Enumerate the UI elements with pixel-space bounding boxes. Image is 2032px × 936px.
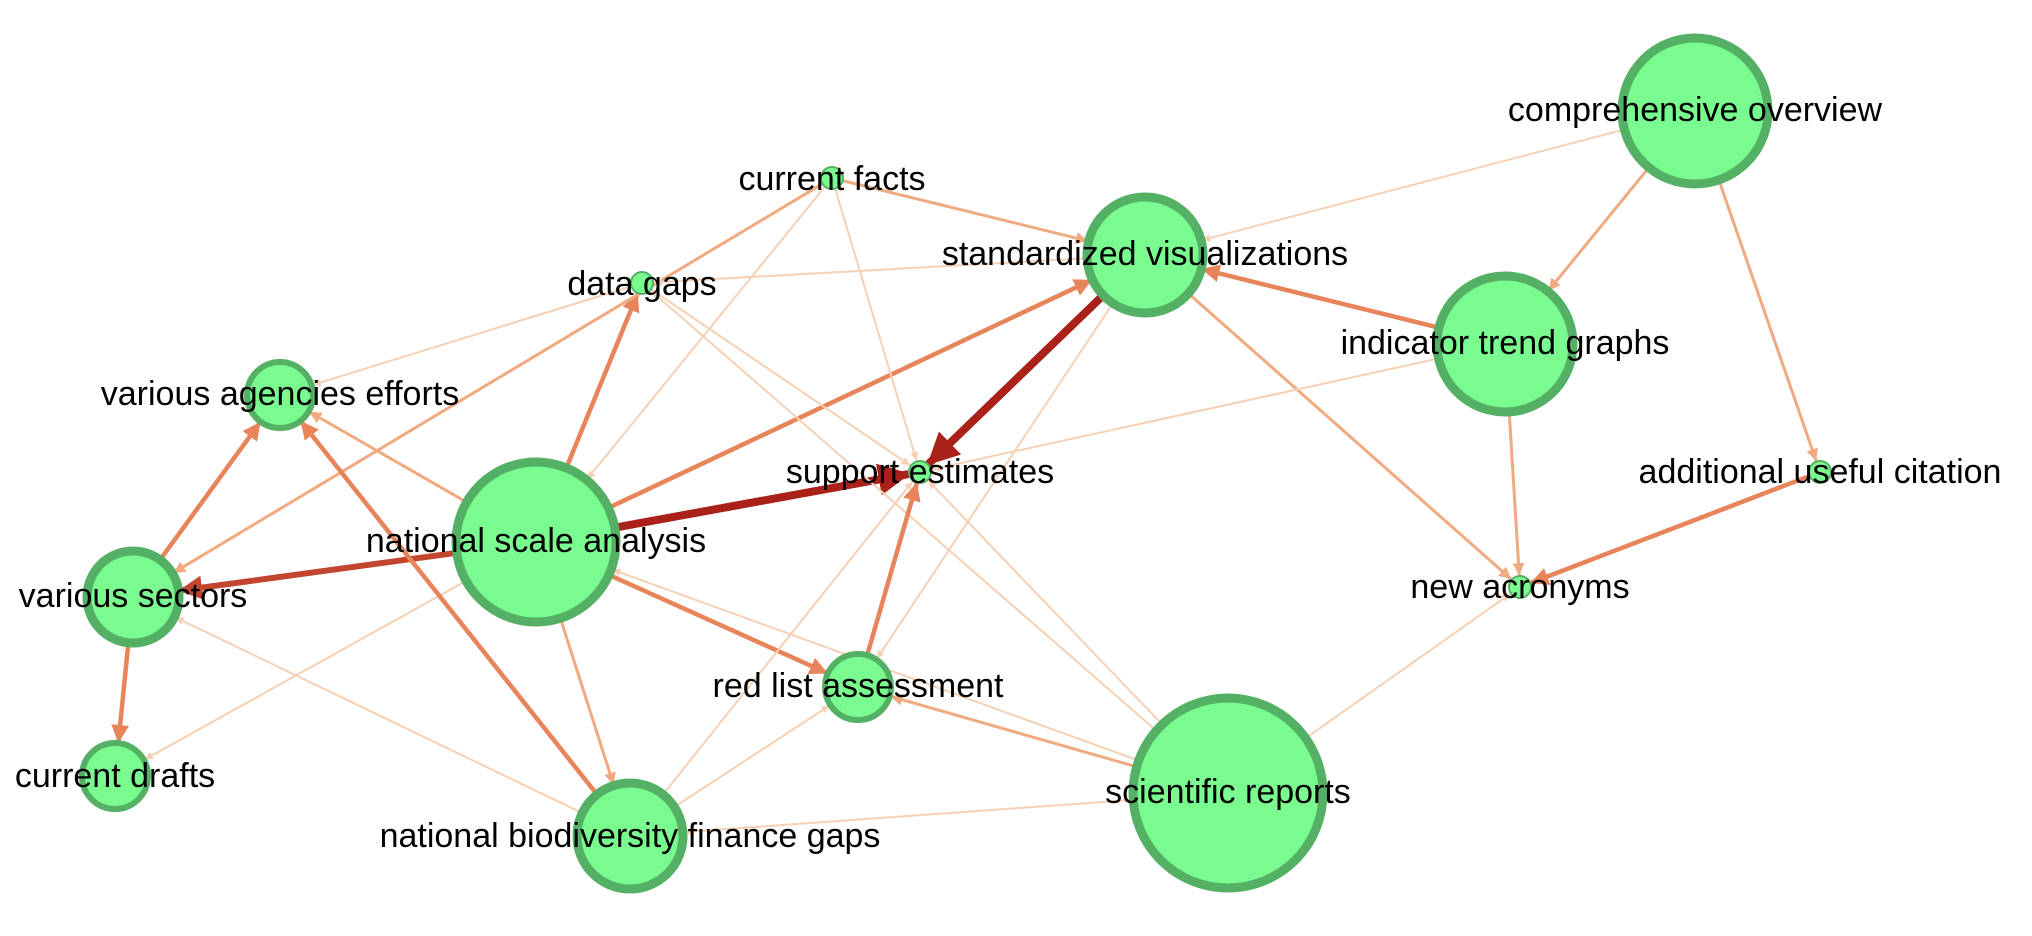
node-national-biodiversity-finance-gaps[interactable]: [572, 778, 688, 894]
node-standardized-visualizations[interactable]: [1082, 192, 1208, 318]
node-label-various-sectors: various sectors: [19, 577, 248, 615]
edge-national-scale-analysis-to-national-biodiversity-finance-gaps: [558, 616, 616, 786]
node-label-red-list-assessment: red list assessment: [713, 667, 1005, 705]
node-label-additional-useful-citation: additional useful citation: [1639, 453, 2002, 491]
edge-current-facts-to-national-scale-analysis: [586, 185, 827, 480]
node-label-new-acronyms: new acronyms: [1410, 568, 1629, 606]
edge-scientific-reports-to-national-biodiversity-finance-gaps: [683, 798, 1135, 836]
edges-layer: [111, 128, 1818, 836]
nodes-layer: [79, 33, 1832, 894]
edge-national-biodiversity-finance-gaps-to-support-estimates: [662, 481, 913, 796]
edge-indicator-trend-graphs-to-support-estimates: [931, 357, 1440, 472]
node-additional-useful-citation[interactable]: [1808, 460, 1832, 484]
edge-scientific-reports-to-data-gaps: [650, 290, 1158, 732]
edge-standardized-visualizations-to-data-gaps: [653, 257, 1089, 286]
node-label-national-scale-analysis: national scale analysis: [366, 522, 706, 560]
node-various-sectors[interactable]: [82, 546, 184, 648]
edge-additional-useful-citation-to-new-acronyms: [1529, 473, 1812, 585]
edge-data-gaps-to-support-estimates: [650, 288, 911, 466]
edge-national-scale-analysis-to-current-drafts: [144, 579, 468, 760]
edge-data-gaps-to-various-agencies-efforts: [312, 285, 633, 387]
edge-scientific-reports-to-support-estimates: [928, 480, 1164, 726]
edge-national-biodiversity-finance-gaps-to-various-agencies-efforts: [299, 420, 600, 797]
node-comprehensive-overview[interactable]: [1617, 33, 1773, 189]
node-label-comprehensive-overview: comprehensive overview: [1508, 91, 1883, 129]
node-new-acronyms[interactable]: [1508, 575, 1532, 599]
node-label-scientific-reports: scientific reports: [1105, 773, 1351, 811]
labels-layer: comprehensive overview current facts stand…: [15, 91, 2002, 855]
edge-national-biodiversity-finance-gaps-to-various-sectors: [175, 616, 584, 815]
edge-scientific-reports-to-red-list-assessment: [890, 693, 1139, 769]
node-current-facts[interactable]: [820, 166, 844, 190]
node-label-various-agencies-efforts: various agencies efforts: [101, 375, 459, 413]
node-label-data-gaps: data gaps: [567, 265, 716, 303]
edge-comprehensive-overview-to-indicator-trend-graphs: [1547, 166, 1651, 292]
edge-various-sectors-to-current-drafts: [111, 640, 131, 744]
edge-comprehensive-overview-to-standardized-visualizations: [1202, 128, 1626, 242]
node-label-support-estimates: support estimates: [786, 453, 1054, 491]
node-support-estimates[interactable]: [908, 460, 932, 484]
edge-standardized-visualizations-to-red-list-assessment: [876, 302, 1114, 659]
node-indicator-trend-graphs[interactable]: [1432, 271, 1578, 417]
node-label-current-facts: current facts: [738, 160, 925, 198]
edge-national-biodiversity-finance-gaps-to-red-list-assessment: [673, 705, 830, 809]
node-red-list-assessment[interactable]: [822, 651, 894, 723]
node-label-standardized-visualizations: standardized visualizations: [942, 235, 1348, 273]
edge-indicator-trend-graphs-to-new-acronyms: [1507, 410, 1525, 576]
node-current-drafts[interactable]: [79, 740, 151, 812]
node-scientific-reports[interactable]: [1128, 693, 1328, 893]
edge-current-facts-to-various-sectors: [172, 182, 825, 574]
node-label-current-drafts: current drafts: [15, 757, 215, 795]
edge-scientific-reports-to-new-acronyms: [1304, 593, 1511, 740]
edge-national-scale-analysis-to-standardized-visualizations: [606, 278, 1093, 511]
edge-national-scale-analysis-to-various-agencies-efforts: [308, 410, 469, 504]
edge-comprehensive-overview-to-additional-useful-citation: [1717, 178, 1818, 462]
edge-national-scale-analysis-to-support-estimates: [610, 463, 912, 532]
edge-current-facts-to-support-estimates: [834, 187, 919, 461]
edge-indicator-trend-graphs-to-standardized-visualizations: [1200, 264, 1442, 330]
edge-standardized-visualizations-to-new-acronyms: [1186, 291, 1512, 580]
edge-various-sectors-to-various-agencies-efforts: [157, 421, 262, 563]
edge-national-scale-analysis-to-data-gaps: [564, 292, 640, 471]
node-various-agencies-efforts[interactable]: [244, 359, 316, 431]
edge-standardized-visualizations-to-support-estimates: [925, 291, 1108, 467]
edge-national-scale-analysis-to-red-list-assessment: [606, 572, 829, 675]
edge-current-facts-to-standardized-visualizations: [841, 179, 1089, 244]
node-national-scale-analysis[interactable]: [451, 457, 621, 627]
node-data-gaps[interactable]: [630, 271, 654, 295]
edge-red-list-assessment-to-support-estimates: [864, 482, 921, 658]
node-label-indicator-trend-graphs: indicator trend graphs: [1341, 324, 1670, 362]
node-label-national-biodiversity-finance-gaps: national biodiversity finance gaps: [380, 817, 881, 855]
